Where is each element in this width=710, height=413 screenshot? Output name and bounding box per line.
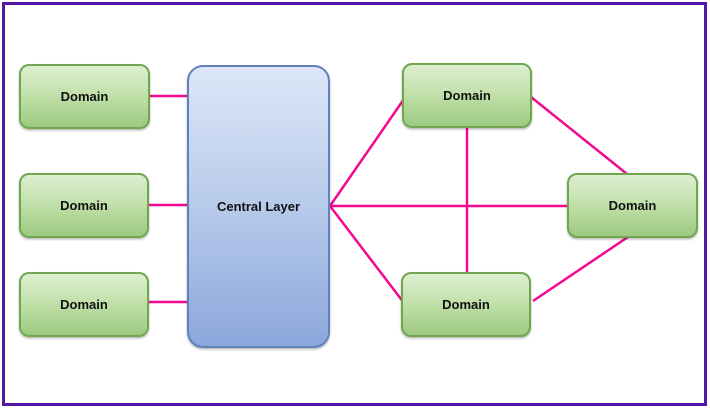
node-domain-top[interactable]: Domain bbox=[402, 63, 532, 128]
edge-domain-top-right bbox=[530, 96, 628, 175]
node-label: Domain bbox=[60, 89, 109, 104]
node-label: Domain bbox=[60, 297, 108, 312]
node-label: Domain bbox=[60, 198, 108, 213]
node-label: Domain bbox=[442, 297, 490, 312]
edge-domain-right-bottom bbox=[532, 235, 629, 303]
node-domain-left-2[interactable]: Domain bbox=[19, 173, 149, 238]
node-label: Domain bbox=[443, 88, 491, 103]
node-domain-left-3[interactable]: Domain bbox=[19, 272, 149, 337]
node-domain-left-1[interactable]: Domain bbox=[19, 64, 150, 129]
edge-central-domain-bottom bbox=[329, 205, 405, 304]
node-central-layer[interactable]: Central Layer bbox=[187, 65, 330, 348]
node-label: Central Layer bbox=[216, 199, 301, 214]
edge-central-domain-top bbox=[328, 98, 406, 207]
node-label: Domain bbox=[608, 198, 657, 213]
node-domain-right[interactable]: Domain bbox=[567, 173, 698, 238]
node-domain-bottom[interactable]: Domain bbox=[401, 272, 531, 337]
